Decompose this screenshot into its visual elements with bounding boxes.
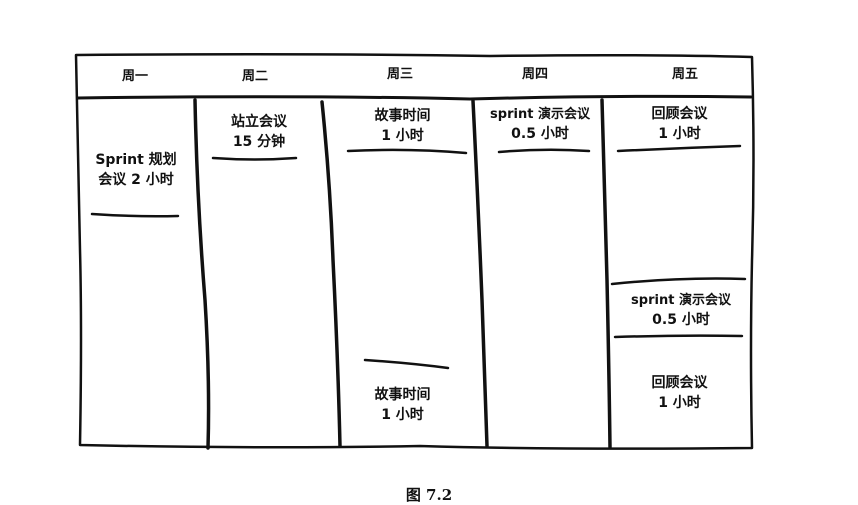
fri-retro-underline bbox=[616, 144, 742, 153]
fri-retro-bottom-line2: 1 小时 bbox=[658, 395, 701, 411]
wed-story-top-line1: 故事时间 bbox=[374, 108, 431, 124]
tue-standup-line1: 站立会议 bbox=[231, 114, 287, 130]
wed-story-underline bbox=[346, 148, 468, 155]
fri-demo-top-line bbox=[610, 277, 747, 286]
tue-standup-line2: 15 分钟 bbox=[232, 134, 286, 150]
mon-planning-underline bbox=[90, 212, 180, 218]
fri-retro-top-line1: 回顾会议 bbox=[651, 106, 708, 122]
header-divider bbox=[76, 94, 753, 101]
tue-standup-underline bbox=[211, 156, 298, 161]
mon-planning-line1: Sprint 规划 bbox=[95, 152, 177, 168]
wed-story-bottom-line1: 故事时间 bbox=[374, 387, 431, 403]
wed-story-top-line2: 1 小时 bbox=[381, 128, 424, 144]
day-header-wed: 周三 bbox=[386, 67, 413, 82]
fri-demo-line2: 0.5 小时 bbox=[652, 312, 710, 328]
fri-demo-line1: sprint 演示会议 bbox=[631, 293, 731, 308]
column-divider-1 bbox=[193, 98, 211, 450]
mon-planning-line2: 会议 2 小时 bbox=[98, 172, 174, 188]
wed-story-bottom-line2: 1 小时 bbox=[381, 407, 424, 423]
fri-demo-underline bbox=[613, 334, 744, 339]
board-outline bbox=[74, 52, 755, 450]
column-divider-3 bbox=[471, 99, 489, 448]
wed-story-bottom-line bbox=[363, 358, 450, 370]
figure-caption: 图 7.2 bbox=[405, 486, 453, 504]
day-header-mon: 周一 bbox=[121, 69, 148, 84]
column-divider-4 bbox=[600, 98, 612, 449]
fri-retro-bottom-line1: 回顾会议 bbox=[651, 375, 708, 391]
day-header-tue: 周二 bbox=[241, 69, 268, 84]
day-header-fri: 周五 bbox=[671, 67, 698, 82]
column-divider-2 bbox=[320, 100, 342, 448]
fri-retro-top-line2: 1 小时 bbox=[658, 126, 701, 142]
thu-demo-line1: sprint 演示会议 bbox=[490, 107, 590, 122]
day-header-thu: 周四 bbox=[521, 67, 548, 82]
thu-demo-underline bbox=[497, 148, 591, 154]
thu-demo-line2: 0.5 小时 bbox=[511, 126, 569, 142]
